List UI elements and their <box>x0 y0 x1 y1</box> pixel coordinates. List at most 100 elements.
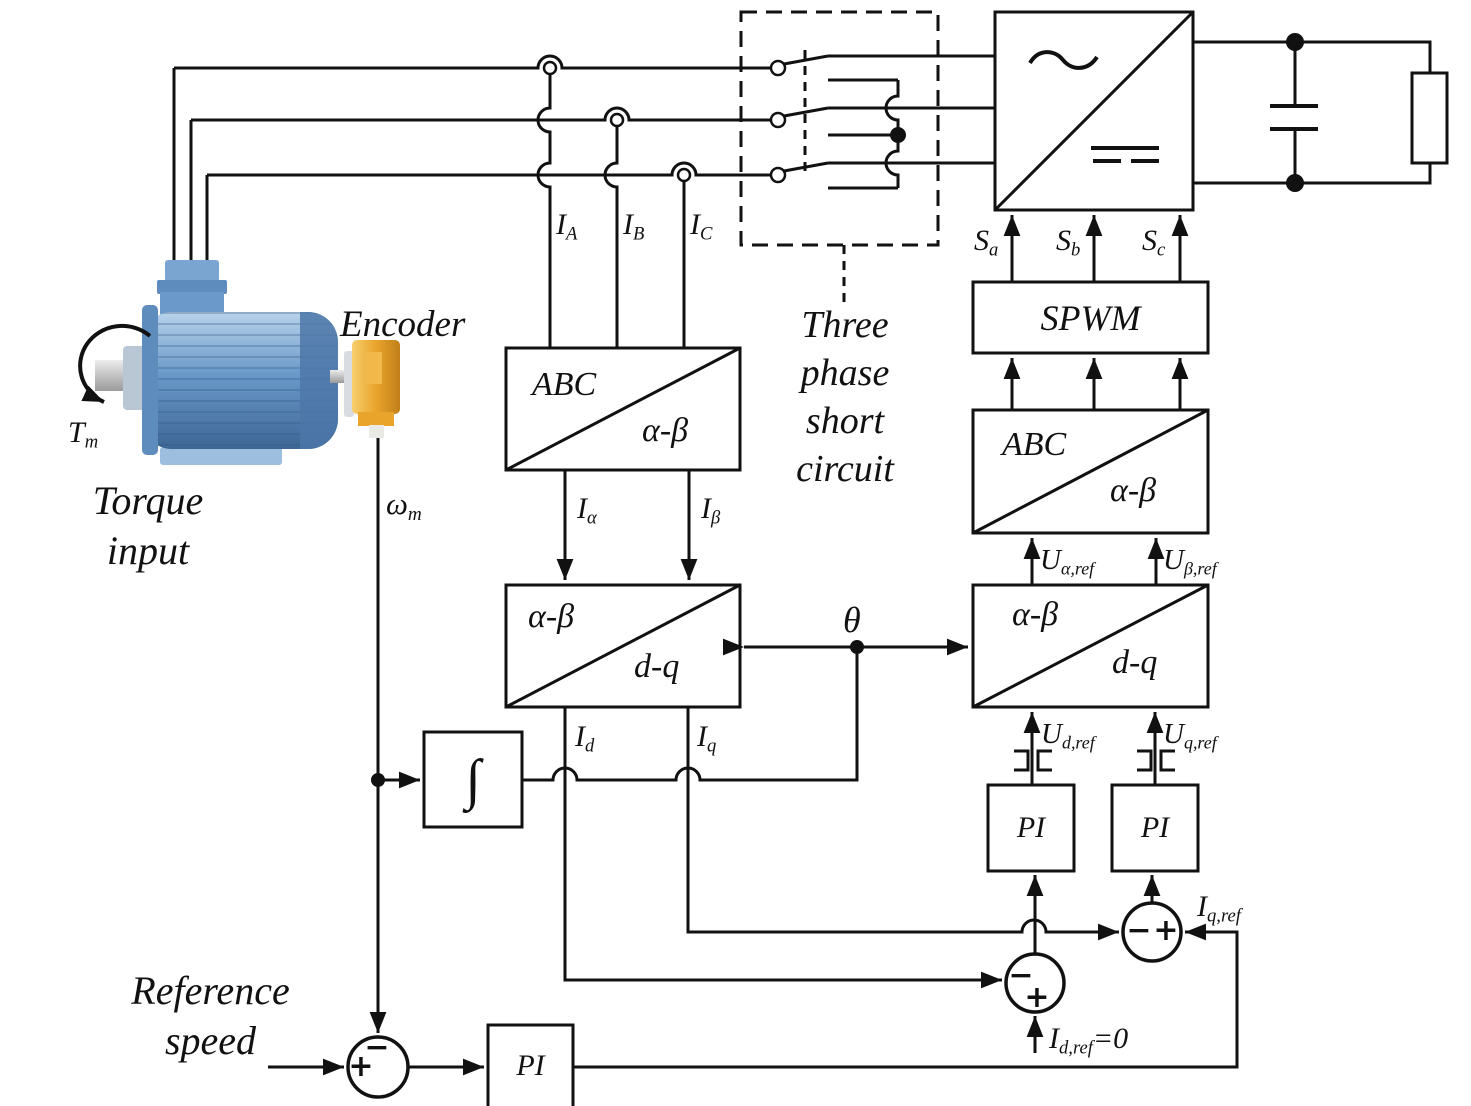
motor-graphic <box>95 260 400 465</box>
sensor-circles <box>542 59 787 184</box>
phase-b-line <box>191 106 771 122</box>
inverter-diagonal <box>993 10 1195 212</box>
reference-speed-line2: speed <box>164 1018 257 1064</box>
dq-volt-output-label: d-q <box>1112 644 1158 681</box>
short-circuit-line4: circuit <box>796 447 894 490</box>
spwm-block <box>971 280 1210 355</box>
capacitor-plates <box>1270 104 1318 131</box>
short-bus-dot <box>890 127 906 143</box>
dc-link-rails <box>1193 40 1432 185</box>
integrator-block <box>422 730 524 829</box>
label-u-alpha-ref: Uα,ref <box>1040 544 1095 579</box>
short-circuit-line3: short <box>805 399 885 442</box>
d-sum-plus: + <box>1024 980 1050 1015</box>
speed-sum-plus: + <box>348 1049 374 1084</box>
ib-wire <box>603 126 619 348</box>
reference-speed-caption: Reference speed <box>108 966 313 1067</box>
label-i-beta: Iβ <box>701 492 721 529</box>
dq-volt-input-label: α-β <box>1012 596 1059 633</box>
label-ud-ref: Ud,ref <box>1041 718 1095 753</box>
pi-speed-label: PI <box>516 1048 545 1082</box>
spwm-label: SPWM <box>1040 297 1141 338</box>
phase-c-line <box>207 161 771 177</box>
ia-sensor-tap <box>542 60 558 76</box>
motor-front-flange <box>142 305 158 455</box>
dq-block-input-label: α-β <box>528 598 575 635</box>
pi-d-block <box>986 783 1076 873</box>
motor-fins <box>142 312 338 449</box>
label-iq: Iq <box>697 720 717 757</box>
wiring <box>172 10 1449 1106</box>
label-u-beta-ref: Uβ,ref <box>1163 544 1217 579</box>
d-limiter-brackets <box>1014 749 1052 772</box>
q-sum-plus: + <box>1153 913 1179 948</box>
switch-a-blade <box>783 54 995 66</box>
dc-plus-dot <box>1286 33 1304 51</box>
label-id-ref: Id,ref=0 <box>1049 1022 1129 1059</box>
ic-sensor-tap <box>676 167 692 183</box>
label-ic: IC <box>690 208 713 245</box>
switch-b-pivot <box>769 111 787 129</box>
label-sc: Sc <box>1142 224 1166 261</box>
encoder-connector <box>369 425 384 438</box>
phase-a-line <box>174 54 771 70</box>
reference-speed-line1: Reference <box>131 968 290 1013</box>
encoder-disc <box>344 351 354 417</box>
junction-dots <box>371 33 1304 787</box>
label-ia: IA <box>556 208 578 245</box>
short-bus-stubs <box>828 78 898 190</box>
short-circuit-box <box>739 10 940 247</box>
q-limiter-brackets <box>1137 749 1175 772</box>
terminal-cap <box>165 260 219 282</box>
speed-sum-minus: − <box>364 1030 390 1065</box>
terminal-ridge <box>157 280 227 294</box>
encoder-detail <box>366 352 382 384</box>
label-sb: Sb <box>1056 224 1081 261</box>
label-iq-ref: Iq,ref <box>1197 890 1241 927</box>
ia-wire <box>536 74 552 348</box>
q-sum-minus: − <box>1126 913 1152 948</box>
short-circuit-line2: phase <box>800 351 890 394</box>
label-uq-ref: Uq,ref <box>1163 718 1217 753</box>
motor-end-cap <box>300 312 338 449</box>
motor-lead-wires <box>172 68 209 260</box>
label-sa: Sa <box>974 224 999 261</box>
label-ib: IB <box>623 208 645 245</box>
load-resistor <box>1410 71 1449 165</box>
abc-mod-input-label: ABC <box>1002 426 1067 463</box>
label-i-alpha: Iα <box>577 492 597 529</box>
abc-block-output-label: α-β <box>642 412 689 449</box>
pi-q-block <box>1110 783 1200 873</box>
abc-block-input-label: ABC <box>532 366 597 403</box>
abc-alphabeta-diagonal <box>505 346 741 472</box>
ib-sensor-tap <box>609 112 625 128</box>
id-feedback <box>563 707 1002 989</box>
switch-b-blade <box>783 106 995 118</box>
label-tm: Tm <box>68 416 99 453</box>
motor-base <box>160 447 282 465</box>
label-id: Id <box>575 720 595 757</box>
pi-q-label: PI <box>1140 811 1170 844</box>
torque-arrow <box>78 323 152 404</box>
theta-junction-dot <box>850 640 864 654</box>
torque-input-caption: Torque input <box>48 476 248 577</box>
abc-alphabeta-mod-diagonal <box>972 408 1209 535</box>
torque-input-line2: input <box>106 528 190 574</box>
ac-symbol <box>1028 50 1099 70</box>
integrator-symbol: ∫ <box>465 748 481 811</box>
pi-d-label: PI <box>1016 811 1046 844</box>
iq-feedback <box>686 707 1119 941</box>
encoder-caption: Encoder <box>340 304 466 345</box>
short-circuit-caption: Three phase short circuit <box>775 302 915 494</box>
label-theta: θ <box>843 600 861 640</box>
d-sum-minus: − <box>1008 958 1034 993</box>
alphabeta-dq-volt-diagonal <box>972 583 1209 709</box>
encoder-foot <box>358 412 394 426</box>
omega-branch-dot <box>371 773 385 787</box>
switch-a-pivot <box>769 59 787 77</box>
short-circuit-line1: Three <box>801 304 889 346</box>
alphabeta-dq-diagonal <box>505 583 741 709</box>
switch-c-pivot <box>769 166 787 184</box>
